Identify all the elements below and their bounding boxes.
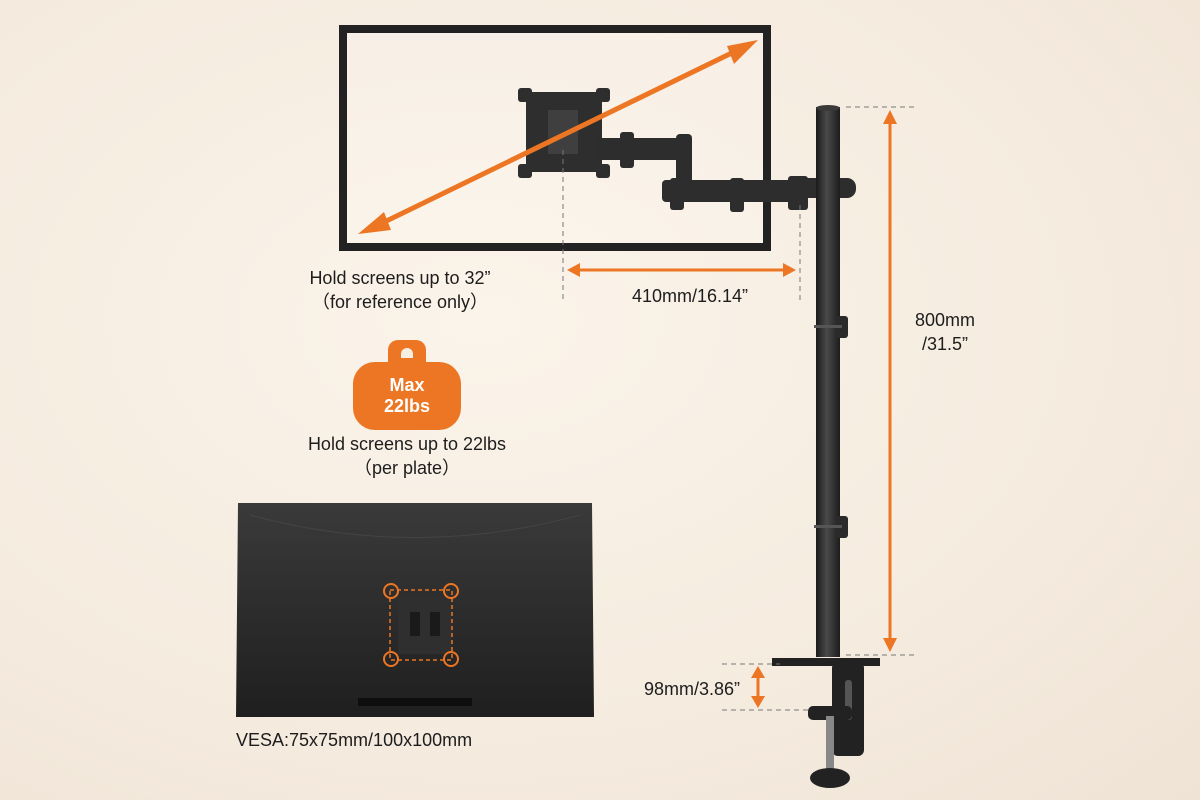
monitor-arm (596, 132, 856, 212)
clamp-range-arrow (751, 666, 765, 708)
weight-badge-line1: Max (389, 375, 425, 395)
weight-line2: （per plate） (353, 458, 461, 478)
desk-clamp (772, 658, 880, 788)
screen-size-line2: （for reference only） (311, 292, 489, 312)
weight-badge: Max 22lbs (353, 362, 461, 430)
pole (814, 105, 848, 657)
pole-height-label: 800mm /31.5” (900, 308, 990, 356)
pole-height-line1: 800mm (914, 310, 976, 330)
weight-line1: Hold screens up to 22lbs (307, 434, 507, 454)
weight-icon (388, 340, 426, 366)
screen-diagonal-arrow (358, 40, 758, 234)
pole-height-arrow (883, 110, 897, 652)
screen-size-line1: Hold screens up to 32” (309, 268, 491, 288)
weight-label: Hold screens up to 22lbs （per plate） (270, 432, 544, 480)
arm-extension-arrow (567, 263, 796, 277)
vesa-label: VESA:75x75mm/100x100mm (236, 730, 473, 750)
pole-height-line2: /31.5” (921, 334, 969, 354)
vesa-plate-icon (383, 583, 459, 667)
clamp-range-label: 98mm/3.86” (643, 679, 740, 699)
weight-badge-line2: 22lbs (383, 396, 431, 416)
screen-size-label: Hold screens up to 32” （for reference on… (280, 266, 520, 314)
arm-extension-label: 410mm/16.14” (631, 286, 749, 306)
